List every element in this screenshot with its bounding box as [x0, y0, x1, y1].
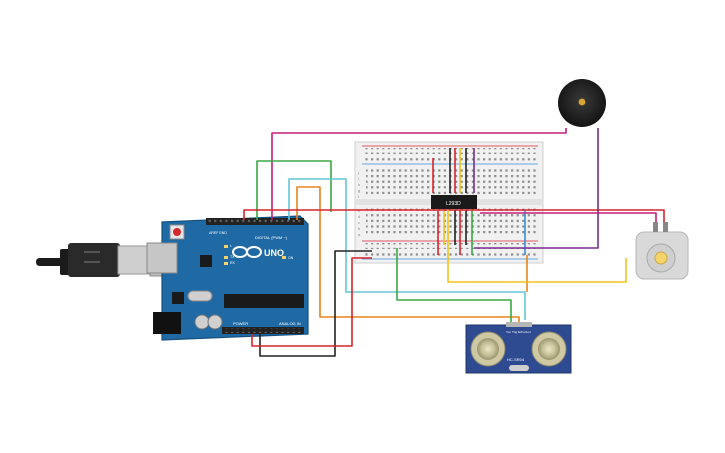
gnd-label: GND: [219, 231, 227, 235]
wires[interactable]: [243, 128, 665, 357]
reset-button[interactable]: [173, 228, 181, 236]
arduino-logo-icon: [232, 246, 262, 258]
tx-label: TX: [230, 255, 235, 259]
wire-green-sensor: [396, 248, 512, 322]
power-jack: [153, 312, 181, 334]
bottom-terminal-strip[interactable]: [366, 207, 536, 235]
rx-label: RX: [230, 261, 236, 265]
wire-cyan-d: [288, 178, 526, 320]
ultrasonic-sensor[interactable]: HC-SR04 Vcc Trig Echo Gnd: [465, 322, 572, 374]
sensor-pin-labels: Vcc Trig Echo Gnd: [506, 330, 531, 334]
analog-label: ANALOG IN: [279, 321, 301, 326]
svg-text:i: i: [358, 176, 359, 181]
breadboard-jumpers[interactable]: [432, 148, 526, 255]
aref-label: AREF: [209, 231, 218, 235]
top-terminal-strip[interactable]: [366, 169, 536, 197]
svg-text:g: g: [358, 188, 360, 193]
arduino-uno-board[interactable]: UNO DIGITAL (PWM ~) POWER ANALOG IN AREF…: [146, 215, 309, 341]
wire-red-power: [243, 209, 665, 222]
svg-text:h: h: [358, 182, 360, 187]
wire-black-gnd: [259, 250, 372, 357]
wire-magenta-buzzer: [271, 128, 567, 220]
digital-label: DIGITAL (PWM ~): [255, 235, 288, 240]
atmega-chip: [224, 294, 304, 308]
svg-text:d: d: [358, 214, 360, 219]
sensor-model-label: HC-SR04: [507, 357, 525, 362]
wire-green-d: [256, 160, 332, 220]
svg-text:Vcc: Vcc: [506, 330, 512, 334]
svg-text:Trig: Trig: [512, 330, 517, 334]
svg-text:j: j: [357, 170, 359, 175]
svg-text:Echo: Echo: [518, 330, 525, 334]
wire-purple-buzzer: [473, 128, 599, 249]
dc-motor[interactable]: [635, 222, 689, 280]
l293d-label: L293D: [446, 201, 461, 207]
svg-text:b: b: [358, 226, 361, 231]
l-label: L: [230, 244, 232, 248]
svg-text:c: c: [358, 220, 360, 225]
motor-terminal[interactable]: [653, 222, 658, 232]
power-label: POWER: [233, 321, 248, 326]
piezo-buzzer[interactable]: [558, 79, 606, 127]
l293d-chip[interactable]: [431, 195, 477, 209]
wire-yellow-motor: [447, 210, 627, 283]
wire-magenta-motor: [480, 212, 657, 222]
svg-text:a: a: [358, 232, 361, 237]
wire-red-5v: [251, 257, 372, 347]
breadboard[interactable]: j i h g f e d c b a L293D: [354, 141, 544, 264]
uno-label: UNO: [264, 248, 284, 258]
motor-terminal[interactable]: [663, 222, 668, 232]
on-label: ON: [288, 256, 294, 260]
svg-text:Gnd: Gnd: [525, 330, 531, 334]
buzzer-center-icon: [578, 98, 586, 106]
bottom-rail-holes[interactable]: [364, 243, 536, 249]
motor-shaft-icon: [654, 251, 668, 265]
svg-text:f: f: [358, 194, 360, 199]
sensor-pin-header[interactable]: [506, 322, 532, 327]
wire-orange-d: [296, 186, 520, 322]
usb-port: [146, 242, 178, 274]
